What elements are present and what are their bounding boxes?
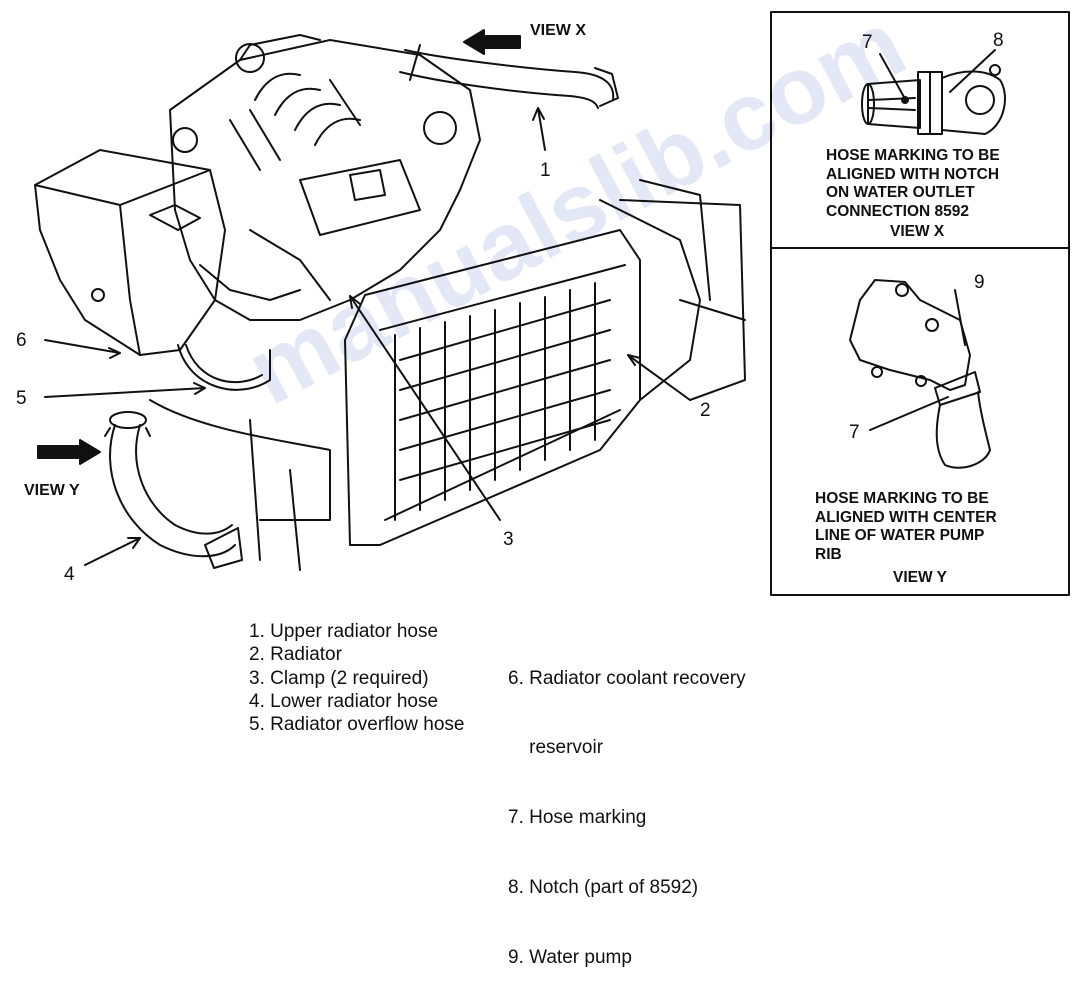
callout-3: 3 [503, 529, 514, 550]
overflow-hose [177, 344, 271, 391]
callout-2: 2 [700, 400, 711, 421]
view-x-caption-line: HOSE MARKING TO BE [826, 147, 1000, 164]
view-x-caption-line: CONNECTION 8592 [826, 202, 969, 220]
legend-item: 2. Radiator [249, 644, 342, 666]
callout-4: 4 [64, 564, 75, 585]
view-x-title: VIEW X [890, 223, 945, 240]
legend-item: reservoir [508, 737, 604, 759]
callout-6: 6 [16, 330, 27, 351]
engine-illustration [169, 34, 481, 321]
view-x-caption-line: ALIGNED WITH NOTCH [826, 165, 1000, 183]
view-y-caption-line: LINE OF WATER PUMP [815, 527, 985, 544]
legend-right: 6. Radiator coolant recovery reservoir 7… [508, 620, 746, 993]
leader-4 [84, 537, 141, 566]
callout-5: 5 [16, 388, 27, 409]
legend-item: 4. Lower radiator hose [249, 690, 439, 712]
view-y-caption-line: RIB [815, 545, 842, 563]
view-y-caption: HOSE MARKING TO BE ALIGNED WITH CENTER L… [815, 490, 997, 564]
legend-item: 1. Upper radiator hose [249, 621, 439, 642]
callout-9: 9 [974, 272, 985, 293]
view-y-detail [849, 279, 991, 469]
callout-1: 1 [540, 160, 551, 181]
coolant-reservoir [34, 149, 226, 356]
legend-item: 8. Notch (part of 8592) [508, 877, 699, 899]
view-y-label: VIEW Y [24, 482, 80, 499]
legend-item: 3. Clamp (2 required) [249, 667, 429, 689]
view-y-caption-line: ALIGNED WITH CENTER [815, 508, 997, 526]
view-x-detail [861, 49, 1006, 135]
callout-7-view-x: 7 [862, 32, 873, 53]
legend-item: 6. Radiator coolant recovery [508, 667, 746, 689]
leader-1 [537, 107, 546, 151]
view-y-caption-line: HOSE MARKING TO BE [815, 490, 989, 507]
leader-3 [349, 295, 501, 521]
view-y-panel [770, 247, 1070, 596]
lower-radiator-hose [104, 411, 243, 569]
legend-item: 5. Radiator overflow hose [249, 714, 465, 736]
view-y-arrow [37, 439, 101, 465]
legend-left: 1. Upper radiator hose 2. Radiator 3. Cl… [249, 620, 464, 736]
engine-diagram: 1 2 3 4 5 6 7 8 9 7 VIEW X VIEW Y [16, 11, 1070, 596]
view-x-caption: HOSE MARKING TO BE ALIGNED WITH NOTCH ON… [826, 147, 1000, 221]
leader-6 [44, 339, 121, 354]
radiator [344, 199, 746, 546]
callout-7-view-y: 7 [849, 422, 860, 443]
view-y-title: VIEW Y [893, 569, 947, 586]
view-x-caption-line: ON WATER OUTLET [826, 184, 975, 201]
leader-5 [44, 387, 206, 398]
legend-item: 7. Hose marking [508, 807, 647, 829]
callout-8: 8 [993, 30, 1004, 51]
view-x-arrow [463, 29, 521, 55]
legend-item: 9. Water pump [508, 947, 632, 969]
view-x-label: VIEW X [530, 22, 586, 39]
upper-radiator-hose [399, 44, 619, 109]
leader-2 [627, 354, 691, 401]
